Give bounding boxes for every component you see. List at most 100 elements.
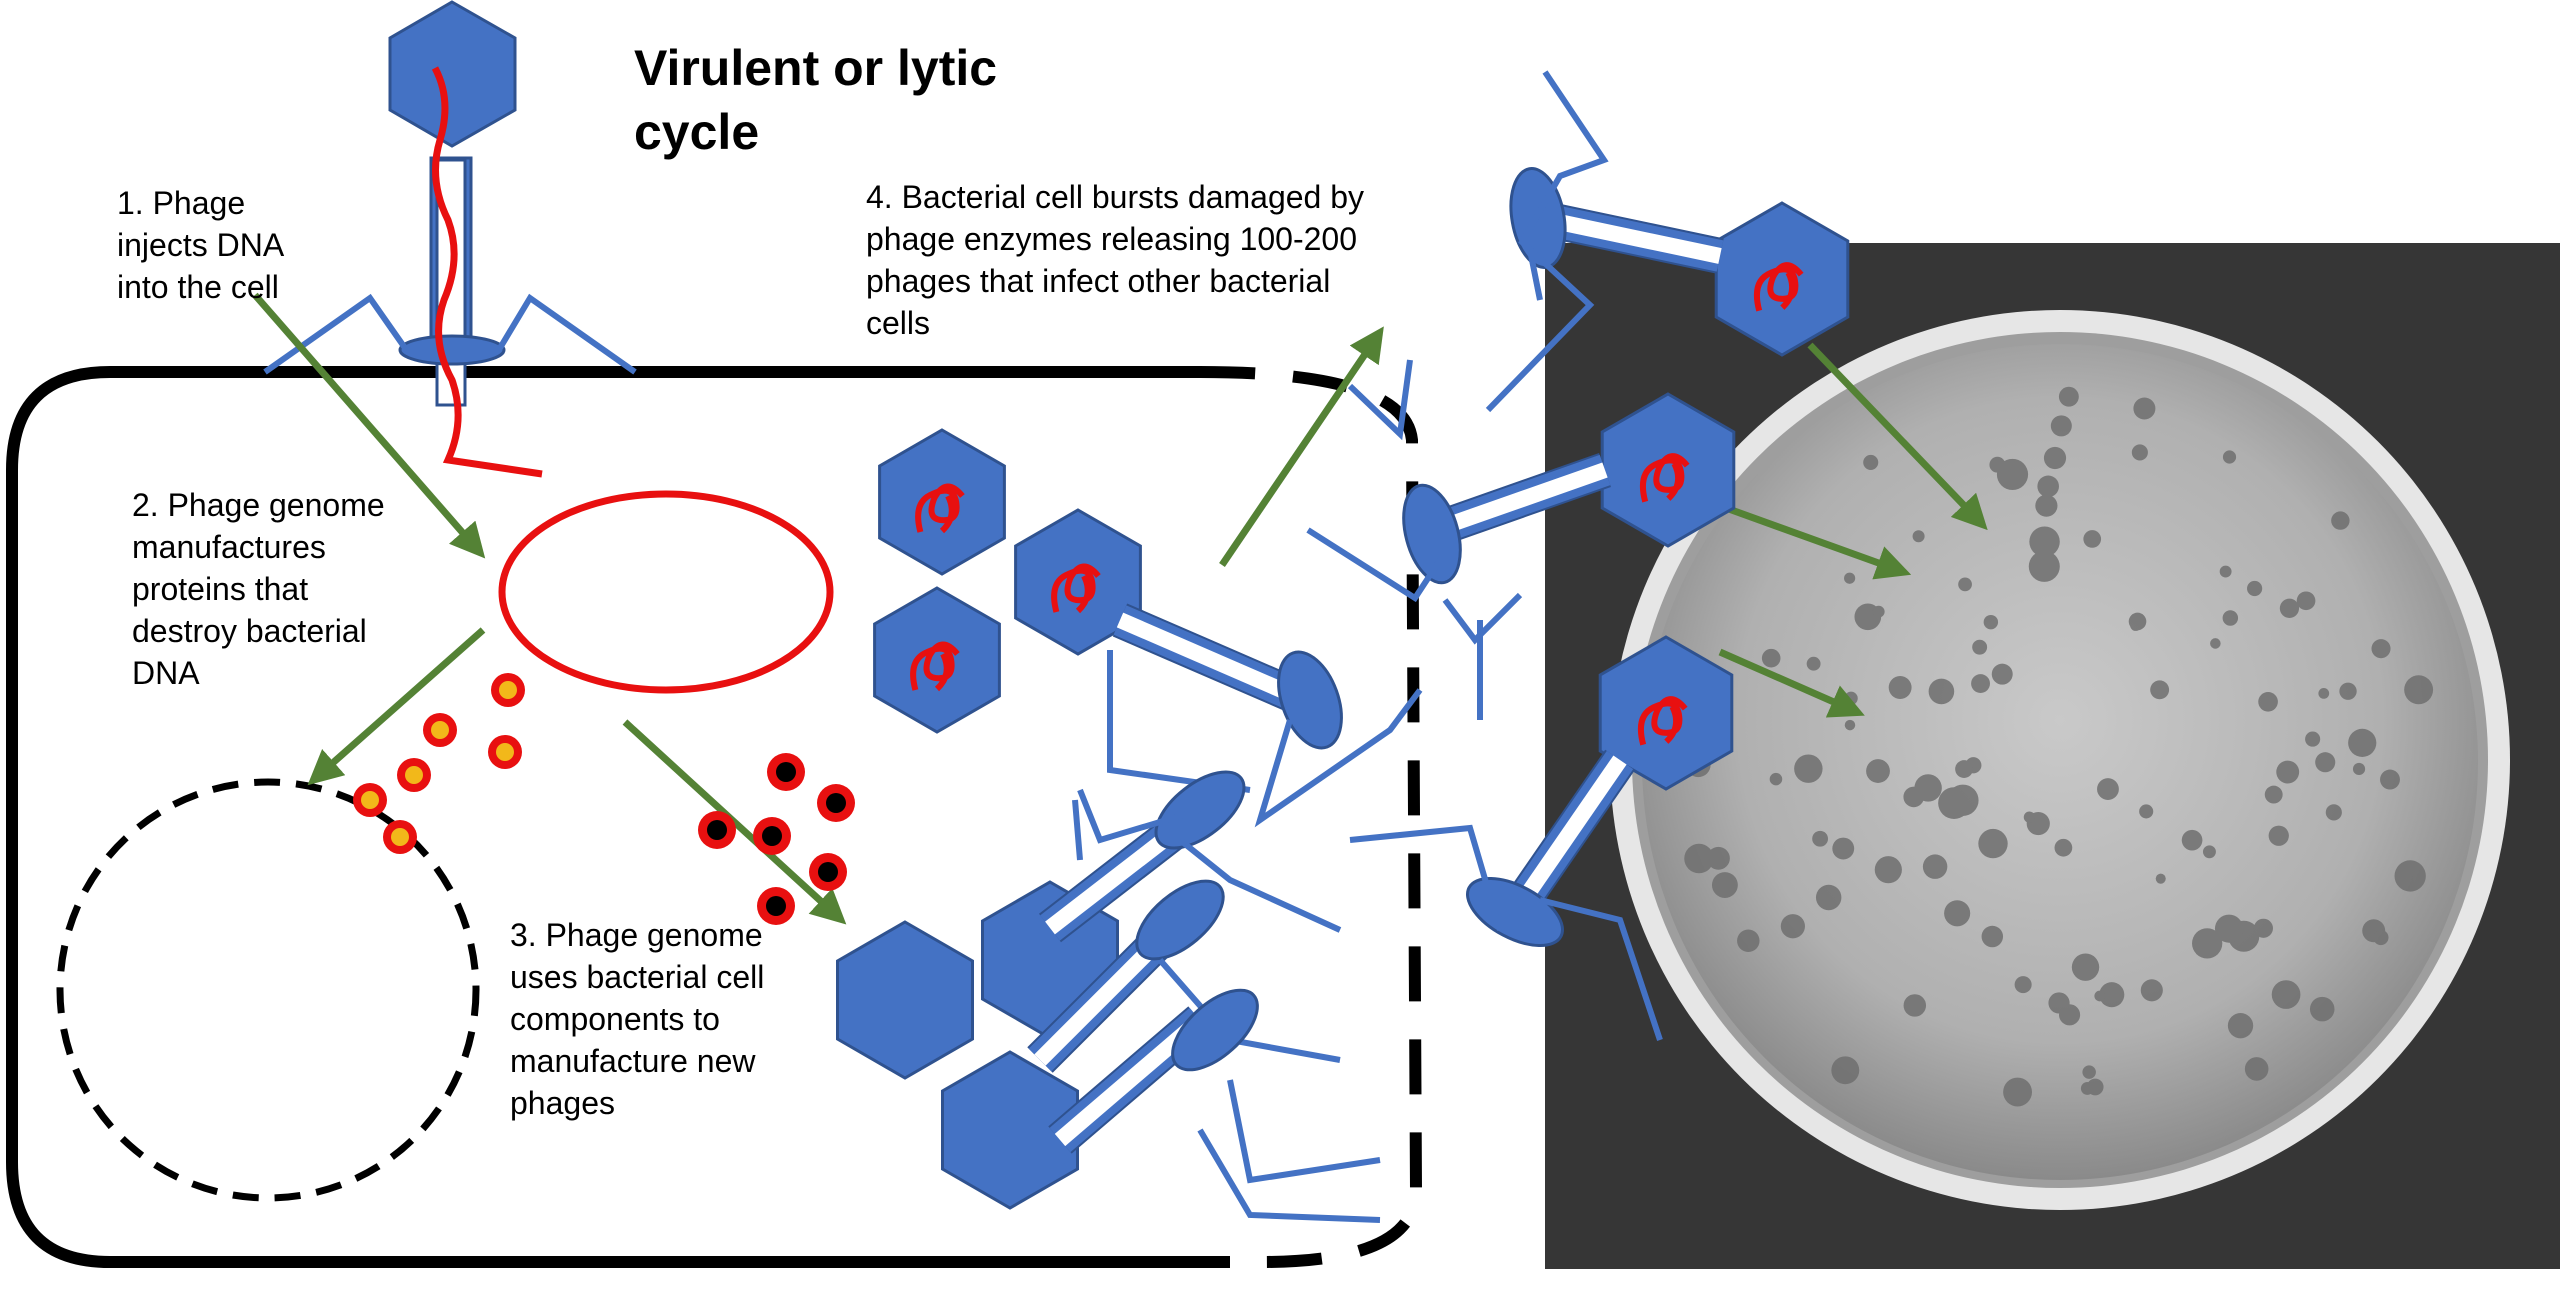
phage-proteins — [353, 673, 525, 854]
phage-dna — [915, 483, 965, 534]
plaque — [2380, 769, 2400, 790]
component-core — [826, 793, 846, 813]
protein-core — [499, 681, 517, 699]
phage-dna — [1637, 696, 1688, 746]
plaque — [2035, 494, 2058, 517]
plaque — [2058, 386, 2079, 407]
plaque — [2150, 680, 2170, 700]
phage-head — [873, 586, 1001, 734]
phage-dna — [1051, 563, 1101, 614]
petri-dish-photo — [1545, 243, 2560, 1269]
plaque — [2037, 475, 2059, 498]
component-core — [707, 820, 727, 840]
plaque — [1863, 454, 1879, 470]
plaque — [2371, 639, 2391, 659]
plaque — [2048, 992, 2070, 1014]
plaque — [2253, 918, 2273, 938]
plaque — [1971, 674, 1990, 693]
plaque — [2086, 1078, 2104, 1096]
protein-core — [496, 743, 514, 761]
plaque — [2271, 980, 2301, 1009]
plaque — [2097, 778, 2119, 800]
tail-fiber — [1072, 799, 1083, 861]
plaque — [2054, 838, 2073, 857]
plaque — [2404, 675, 2434, 705]
component-core — [818, 862, 838, 882]
plaque — [2279, 598, 2300, 618]
plaque — [2028, 550, 2060, 582]
plaque — [1844, 719, 1856, 731]
phage-head — [1600, 392, 1736, 548]
phage-baseplate — [1171, 988, 1259, 1072]
phage-tail-core — [1116, 612, 1304, 706]
plaque — [2258, 691, 2278, 712]
bacterial-components — [698, 753, 855, 925]
plaque — [2318, 688, 2330, 699]
phage-head — [878, 428, 1006, 576]
plaque — [2029, 526, 2060, 557]
plaque — [2264, 785, 2283, 804]
plaque — [2050, 415, 2072, 437]
phage-dna-ring — [498, 490, 834, 694]
plaque — [2128, 612, 2147, 631]
plaque — [1684, 843, 1714, 874]
tail-fiber — [1442, 592, 1523, 645]
plaque — [2296, 591, 2316, 611]
new-phages — [836, 70, 1850, 1223]
plaque — [2043, 446, 2067, 470]
tail-fiber — [1077, 788, 1201, 844]
tail-fiber — [1347, 359, 1413, 441]
phage-dna — [1639, 453, 1690, 503]
plaque — [2133, 397, 2156, 420]
plaque — [1983, 614, 1999, 630]
plaque — [1812, 830, 1829, 847]
plaque — [2268, 825, 2289, 846]
tail-fiber — [1527, 249, 1543, 301]
phage-baseplate — [398, 334, 506, 366]
plaque — [2339, 682, 2357, 700]
plaque — [2247, 580, 2263, 597]
plaque — [1903, 994, 1927, 1017]
phage-tail-core — [1437, 462, 1608, 536]
plaque — [1806, 656, 1821, 671]
plaque — [2222, 610, 2239, 626]
step-1-label: 1. Phage injects DNA into the cell — [117, 185, 285, 305]
component-core — [762, 826, 782, 846]
plaque — [2181, 829, 2203, 851]
plaque — [2222, 450, 2237, 464]
phage-head — [1598, 635, 1734, 791]
plaque — [1958, 577, 1972, 592]
plaque — [1844, 572, 1856, 584]
petri-dish-agar — [1642, 344, 2478, 1180]
plaque — [1912, 530, 1925, 543]
arrow-to-plaque-1 — [1807, 342, 1988, 531]
plaque — [2139, 804, 2154, 819]
plaque — [1769, 772, 1783, 786]
tail-fiber — [1197, 1128, 1381, 1223]
plaque-spots — [1684, 386, 2434, 1107]
plaque — [2331, 511, 2350, 530]
tail-fiber — [1306, 527, 1443, 603]
phage-dna — [1753, 262, 1804, 312]
plaque — [2244, 1057, 2269, 1081]
plaque — [1888, 676, 1912, 699]
plaque — [2210, 638, 2221, 649]
injecting-phage — [263, 0, 637, 478]
arrow-to-plaque-2 — [1724, 504, 1912, 580]
plaque — [1981, 925, 2004, 948]
protein-core — [391, 828, 409, 846]
plaque — [1815, 884, 1842, 911]
bacterial-cell — [5, 366, 1423, 1268]
plaque — [2214, 914, 2244, 943]
phage-head — [388, 0, 517, 148]
diagram-title: Virulent or lytic cycle — [634, 40, 998, 160]
plaque — [2192, 928, 2223, 959]
tail-fiber — [1178, 837, 1342, 933]
cell-wall-broken — [1199, 366, 1423, 1268]
phage-head — [1014, 508, 1142, 656]
phage-tail-core — [1538, 210, 1722, 264]
plaque — [2227, 1012, 2254, 1039]
plaque — [2099, 982, 2125, 1008]
plaque — [2276, 760, 2300, 784]
